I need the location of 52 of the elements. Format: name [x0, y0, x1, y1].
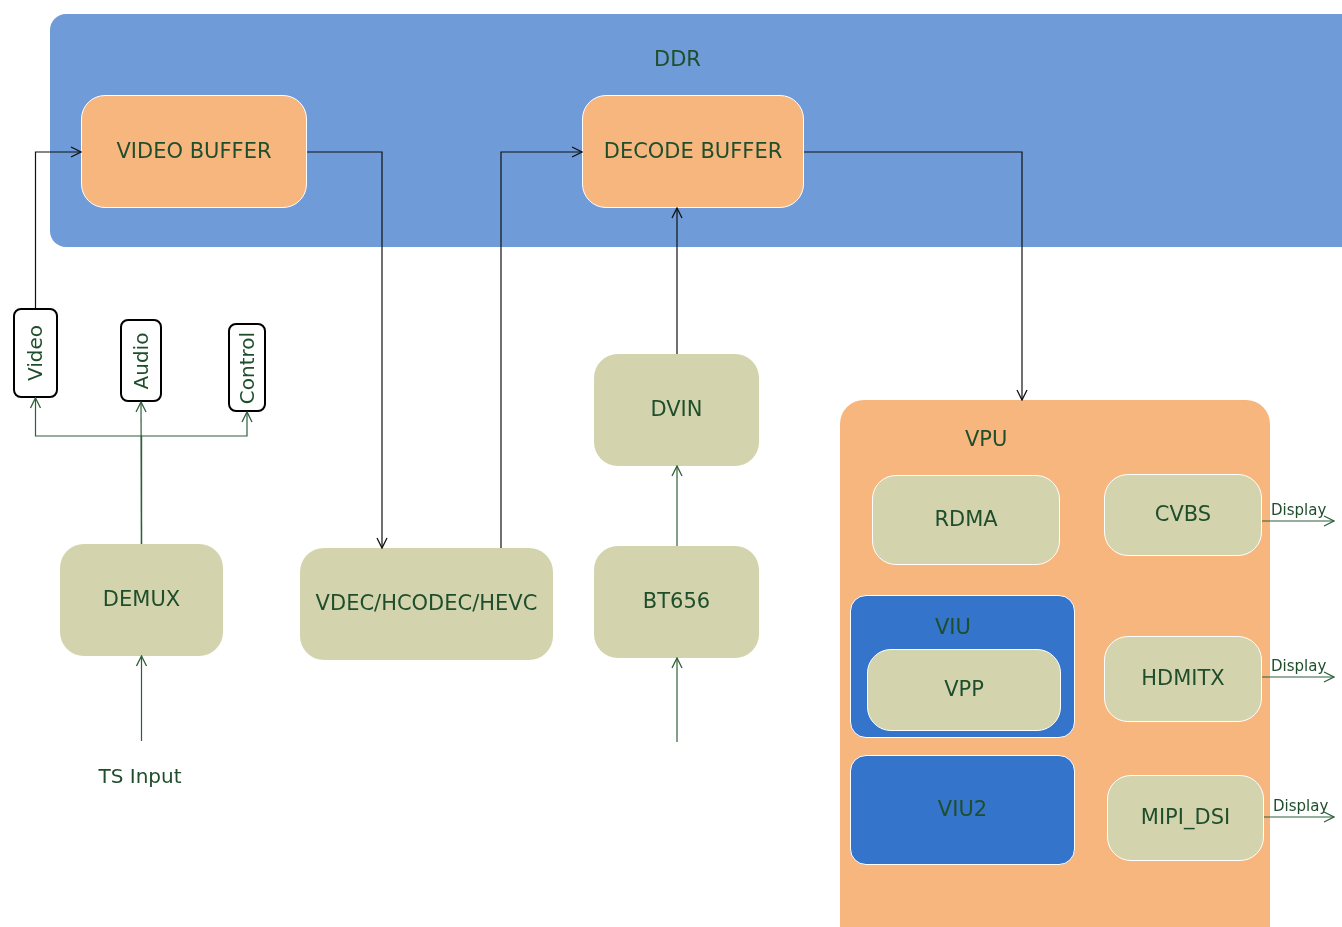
group-title: VIU [935, 614, 971, 641]
stream-box [13, 308, 58, 398]
box-label: CVBS [1154, 501, 1212, 529]
arrow [1261, 515, 1335, 527]
arrow [140, 411, 253, 545]
buffer-box [81, 95, 307, 208]
box-label: RDMA [934, 506, 998, 534]
arrow [671, 465, 683, 547]
arrow [135, 655, 148, 742]
arrow [671, 657, 683, 743]
box-label: TS Input [98, 763, 182, 790]
arrow [1263, 811, 1335, 823]
process-box [1104, 474, 1262, 556]
box-label: HDMITX [1141, 665, 1225, 693]
unit-panel [850, 595, 1075, 738]
memory-band [50, 14, 1342, 247]
box-label: MIPI_DSI [1140, 804, 1231, 832]
unit-box [850, 755, 1075, 865]
box-label: DECODE BUFFER [603, 137, 783, 165]
box-label: VPP [944, 676, 984, 704]
process-box [1107, 775, 1264, 861]
box-label: BT656 [642, 588, 711, 616]
box-label: Audio [128, 332, 154, 389]
arrow [306, 151, 388, 549]
process-box [1104, 636, 1262, 722]
box-label: DEMUX [102, 586, 181, 614]
box-label: VDEC/HCODEC/HEVC [315, 590, 538, 618]
process-box [872, 475, 1060, 565]
edge-label: Display [1271, 656, 1327, 677]
process-box [594, 546, 759, 658]
processor-panel [840, 400, 1270, 927]
process-box [60, 544, 223, 656]
box-label: VIU2 [937, 796, 988, 824]
arrow [671, 207, 683, 355]
box-label: VIDEO BUFFER [116, 137, 272, 165]
box-label: Control [234, 331, 260, 404]
buffer-box [582, 95, 804, 208]
stream-box [228, 323, 266, 412]
edge-label: Display [1273, 796, 1329, 817]
process-box [867, 649, 1061, 731]
group-title: DDR [654, 46, 701, 73]
edge-label: Display [1271, 500, 1327, 521]
box-label: DVIN [650, 396, 703, 424]
group-title: VPU [965, 426, 1008, 453]
arrow [1261, 671, 1335, 683]
arrow [803, 151, 1028, 401]
arrow [34, 146, 82, 309]
process-box [300, 548, 553, 660]
stream-box [120, 319, 162, 402]
arrow [500, 146, 583, 549]
process-box [594, 354, 759, 466]
box-label: Video [22, 325, 49, 381]
